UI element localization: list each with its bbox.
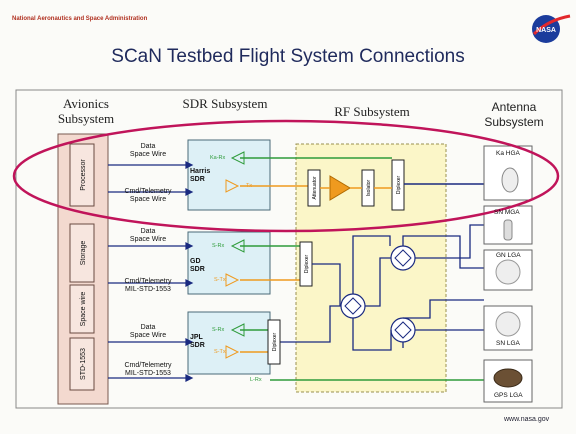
harris-rx-label: Ka-Rx xyxy=(210,155,226,161)
jpl-tx-label: S-Tx xyxy=(214,349,226,355)
antenna-label-gn-lga: GN LGA xyxy=(496,252,521,259)
rf-wiring xyxy=(280,224,484,351)
avionics-block-storage xyxy=(69,223,95,283)
link-arrows xyxy=(108,161,194,382)
sdr-header: SDR Subsystem xyxy=(182,96,268,111)
slide-title: SCaN Testbed Flight System Connections xyxy=(111,46,465,67)
sdr-box-jpl xyxy=(187,311,271,375)
rf-diplexer-harris xyxy=(391,159,405,211)
avionics-header: Avionics Subsystem xyxy=(57,96,115,126)
diagram-frame xyxy=(15,89,563,409)
jpl-lrx-label: L-Rx xyxy=(250,377,262,383)
antenna-label-ka-hga: Ka HGA xyxy=(496,150,520,157)
jpl-diplexer-label: Diplexer xyxy=(272,332,278,351)
rf-label-attenuator: Attenuator xyxy=(312,176,318,199)
sdr-box-harris xyxy=(187,139,271,211)
avionics-block-std1553 xyxy=(69,337,95,391)
footer-url: www.nasa.gov xyxy=(504,416,550,423)
gd-rx-label: S-Rx xyxy=(212,243,225,249)
sdr-diplexer-jpl xyxy=(267,319,281,365)
antenna-label-sn-lga: SN LGA xyxy=(496,340,520,347)
sdr-box-gd xyxy=(187,231,271,295)
jpl-rx-label: S-Rx xyxy=(212,327,225,333)
avionics-block-spacewire xyxy=(69,284,95,334)
highlight-ellipse xyxy=(12,119,560,233)
avionics-block-processor xyxy=(69,143,95,207)
antenna-label-gps-lga: GPS LGA xyxy=(494,392,523,399)
antenna-header: Antenna Subsystem xyxy=(484,100,544,129)
nasa-logo-text: NASA xyxy=(536,27,556,34)
avionics-label-processor: Processor xyxy=(80,159,87,191)
avionics-label-spacewire: Space wire xyxy=(80,292,87,327)
gd-tx-label: S-Tx xyxy=(214,277,226,283)
org-name: National Aeronautics and Space Administr… xyxy=(12,16,148,22)
nasa-logo: NASA xyxy=(532,14,571,43)
rf-header: RF Subsystem xyxy=(334,104,410,119)
rf-label-diplexer-1: Diplexer xyxy=(396,175,402,194)
rf-label-isolator: Isolator xyxy=(366,179,372,196)
antenna-label-sn-mga: SN MGA xyxy=(494,209,520,216)
avionics-label-std1553: STD-1553 xyxy=(80,348,87,380)
harris-tx-label: Tx xyxy=(246,183,253,189)
rf-label-diplexer-2: Diplexer xyxy=(304,254,310,273)
avionics-label-storage: Storage xyxy=(80,241,87,266)
rf-switches xyxy=(340,245,416,343)
